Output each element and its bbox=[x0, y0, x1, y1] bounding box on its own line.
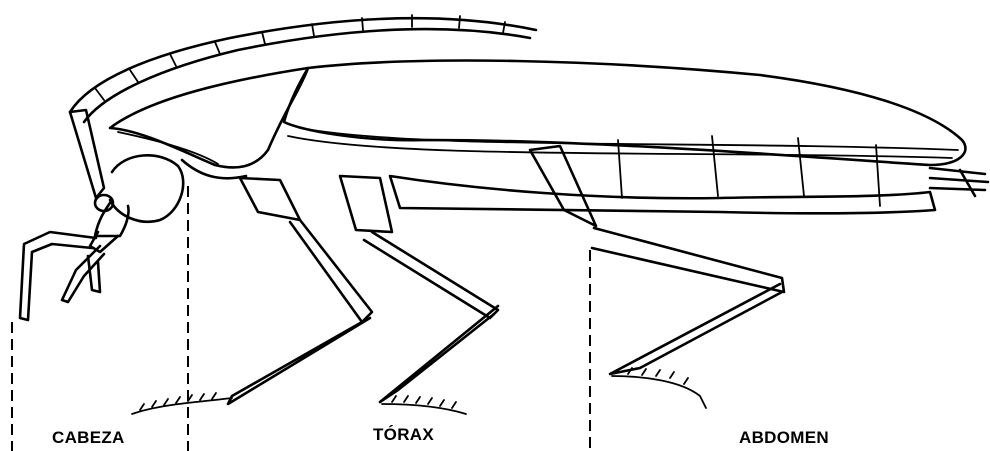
middle-leg bbox=[340, 176, 498, 414]
front-leg bbox=[132, 178, 372, 414]
label-abdomen: ABDOMEN bbox=[739, 428, 829, 448]
label-thorax: TÓRAX bbox=[373, 425, 434, 445]
wing bbox=[284, 61, 965, 165]
hind-leg bbox=[530, 146, 784, 408]
pronotum bbox=[110, 68, 308, 178]
label-head: CABEZA bbox=[52, 428, 125, 448]
